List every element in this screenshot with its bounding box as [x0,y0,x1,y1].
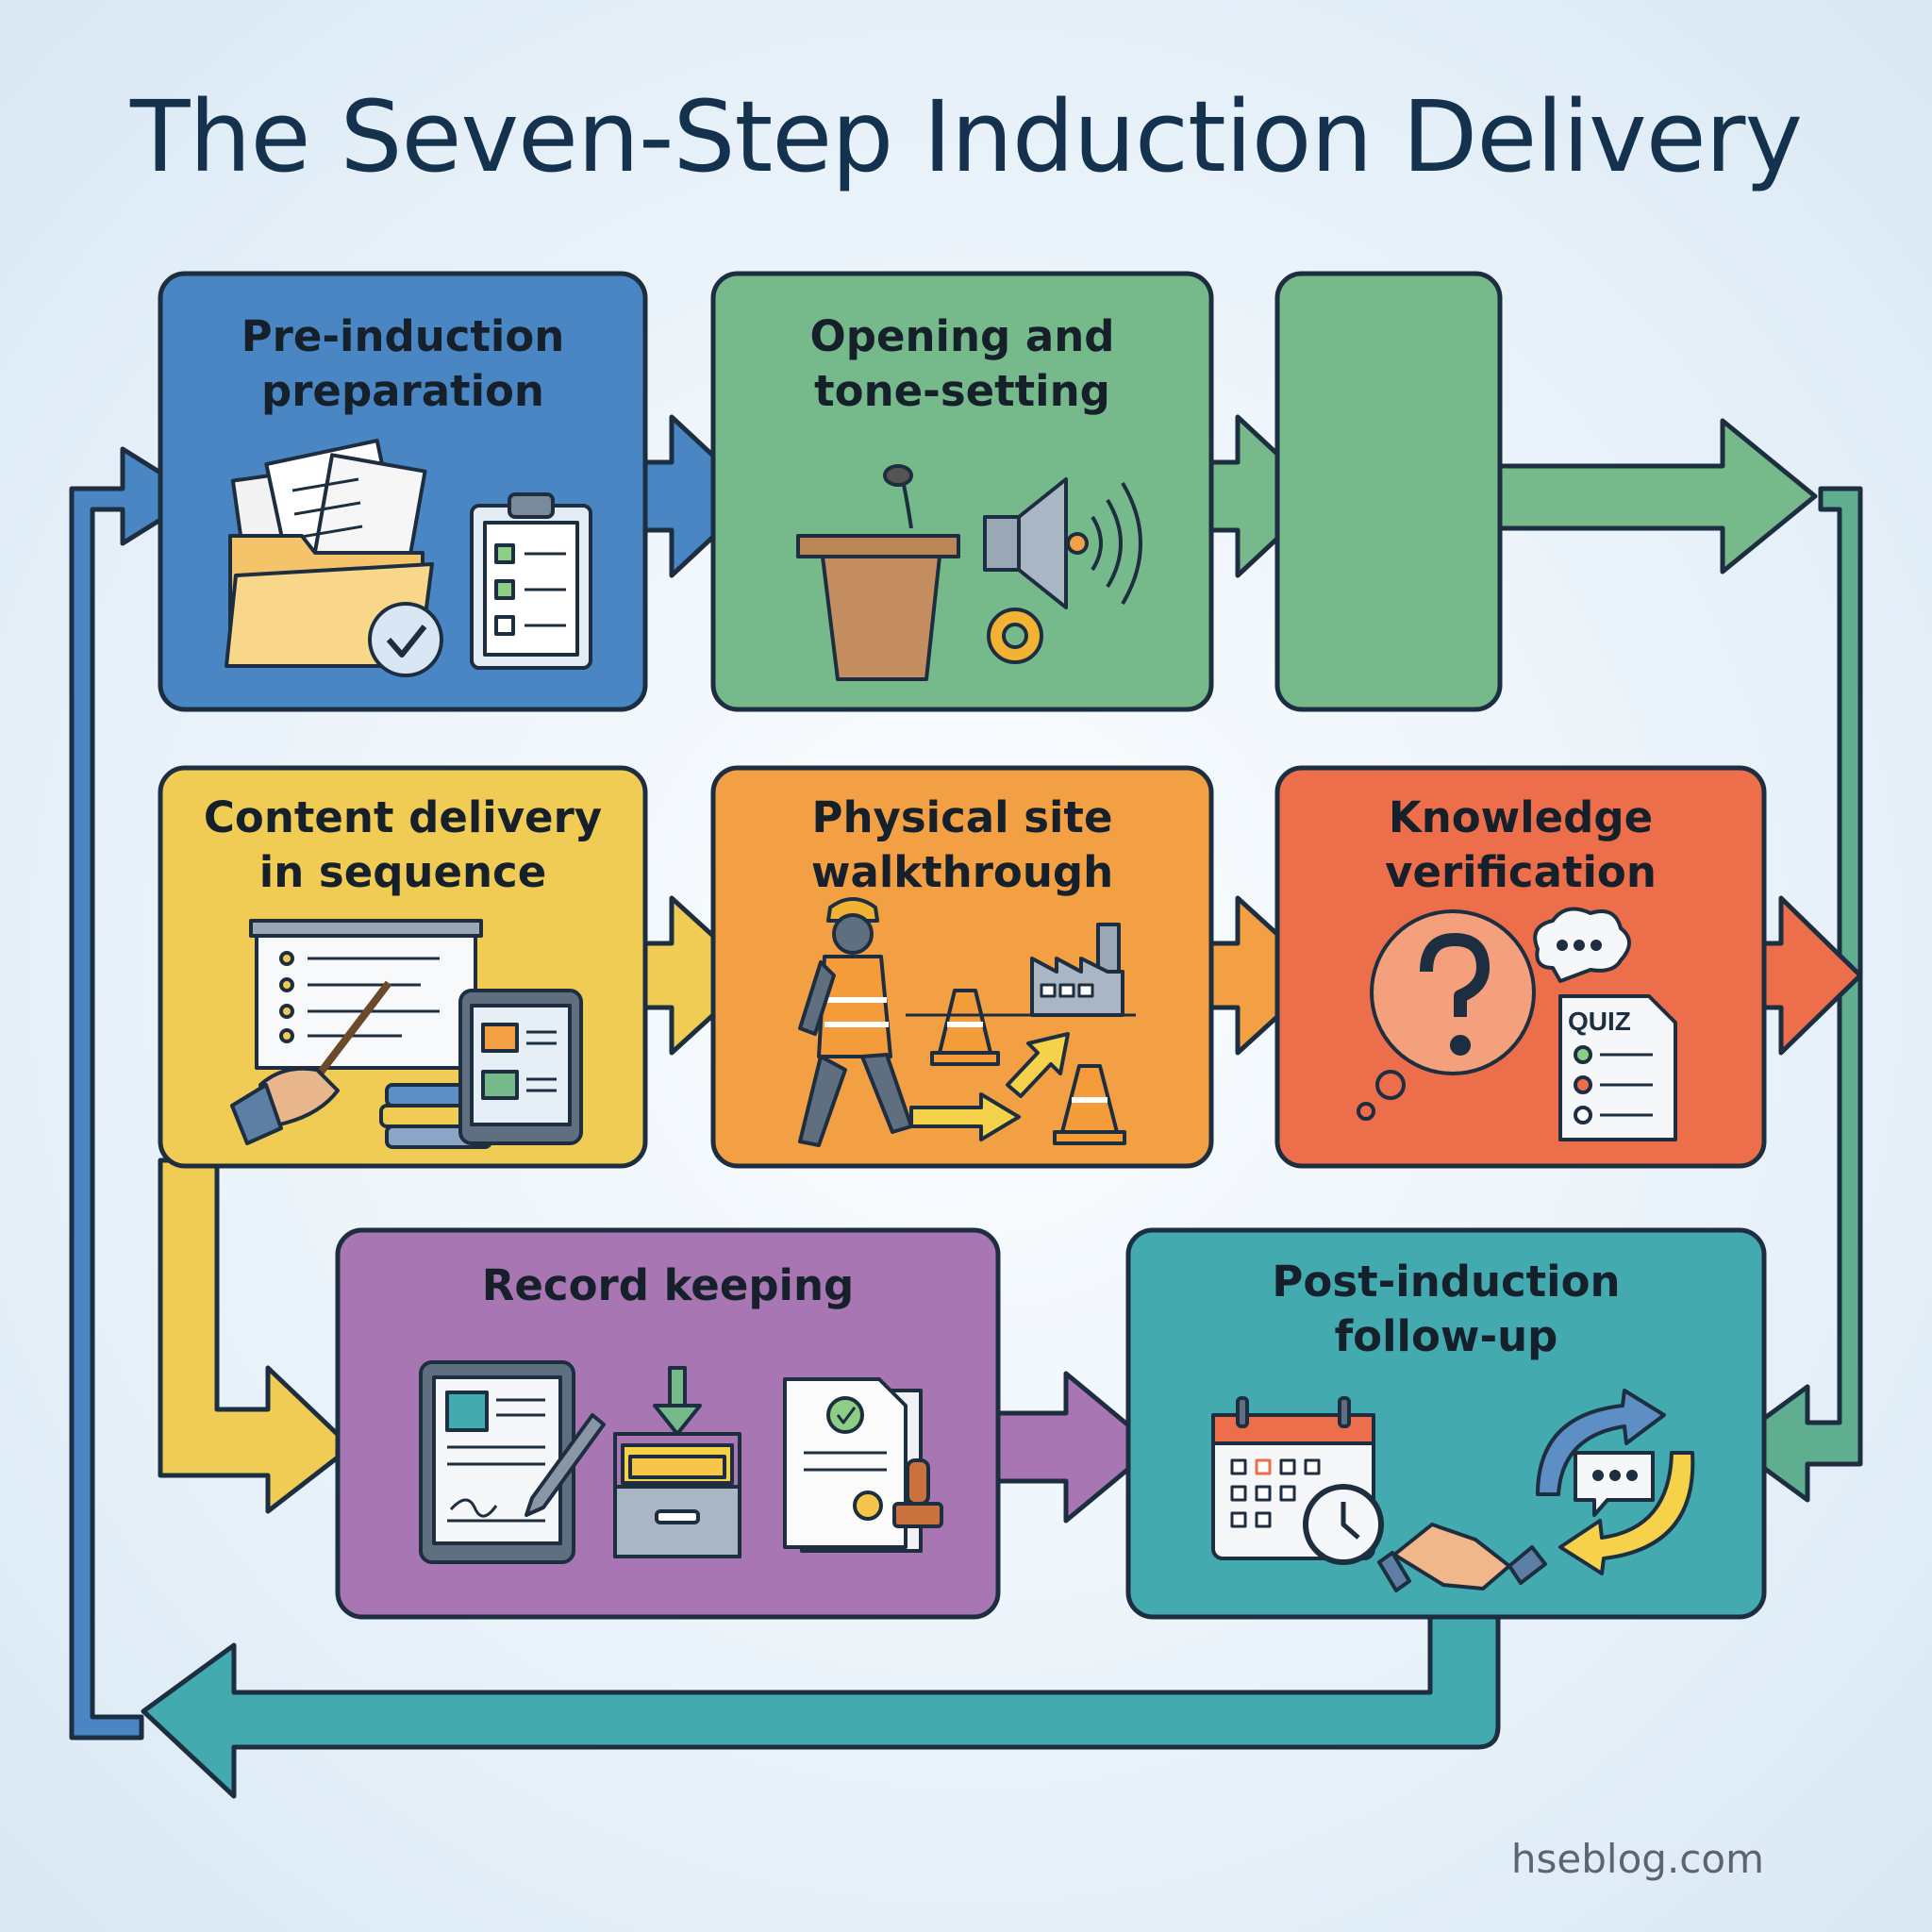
handshake-icon [1377,1523,1547,1592]
factory-icon [1030,923,1124,1017]
direction-arrows-icon [909,1032,1070,1141]
step-label-knowledge-verification: Knowledge verification [1385,792,1657,897]
walking-worker-icon [798,897,913,1147]
step-label-record-keeping: Record keeping [481,1260,855,1310]
file-drawer-download-icon [613,1366,741,1558]
arrow-green-right [1491,418,1818,575]
step-label-opening: Opening and tone-setting [809,311,1115,416]
return-arrow-to-step1 [69,446,201,1740]
tablet-icon [458,989,583,1145]
step-label-content-delivery: Content delivery in sequence [203,792,603,897]
speech-bubble-icon [1533,907,1631,983]
traffic-cone-icon [906,989,1136,1145]
site-credit: hseblog.com [1510,1836,1764,1882]
feedback-cycle-icon [1536,1389,1695,1575]
clipboard-checklist-icon [470,492,592,670]
arrow-step7-return [141,1612,1501,1799]
arrow-step6-to-step7 [991,1371,1158,1524]
quiz-label: QUIZ [1568,1007,1631,1036]
pointer-hand-icon [230,980,392,1145]
step-box-empty [1274,271,1503,712]
folder-documents-icon [225,439,443,677]
presentation-board-icon [249,919,483,1070]
green-rail-down [1727,486,1863,1503]
podium-icon [796,464,960,681]
calendar-clock-icon [1211,1396,1384,1565]
page-title: The Seven-Step Induction Delivery [130,79,1803,194]
speaker-icon [983,477,1142,609]
arrow-step3-to-step6 [158,1158,354,1514]
step-label-site-walkthrough: Physical site walkthrough [810,792,1114,897]
gear-icon [987,608,1043,664]
certificate-stamp-icon [783,1377,943,1553]
quiz-sheet-icon [1558,994,1677,1141]
step-label-follow-up: Post-induction follow-up [1272,1257,1621,1361]
signed-tablet-icon [419,1360,606,1564]
question-thought-bubble-icon [1357,909,1536,1121]
step-label-pre-induction: Pre-induction preparation [241,311,565,416]
